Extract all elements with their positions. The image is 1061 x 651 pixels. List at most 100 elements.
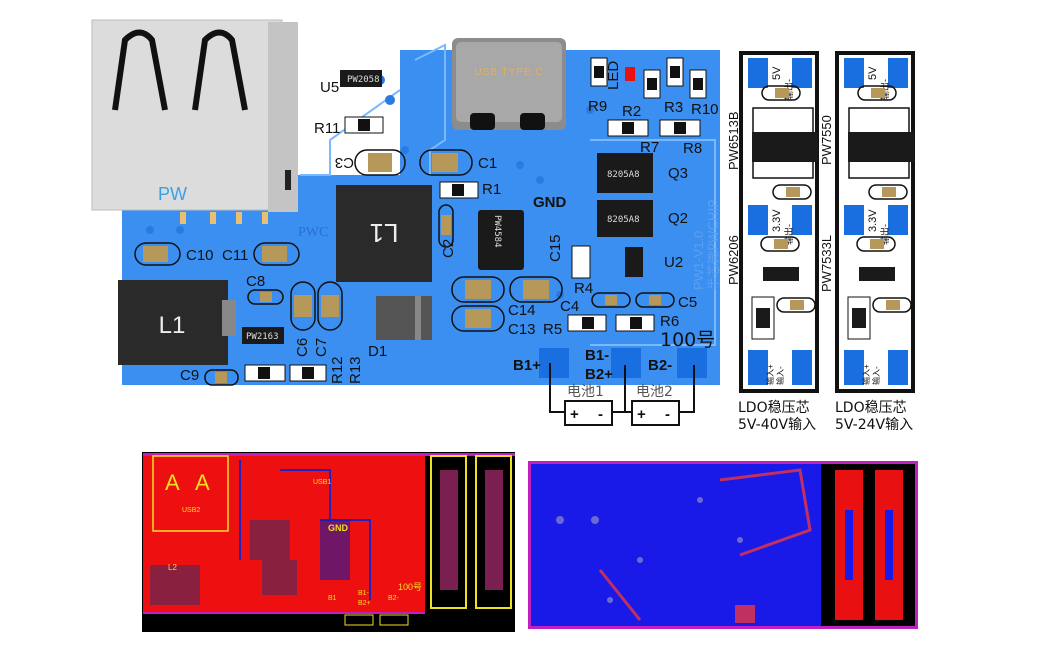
usb-c-label: USB TYPE C — [474, 67, 543, 78]
pcb-layout-top-layer: A A GND USB2 USB1 L2 100号 B1 B1- B2+ B2- — [142, 452, 515, 632]
battery1-minus: - — [598, 406, 603, 423]
layout-b2p: B2+ — [358, 600, 371, 607]
pcb-layout-bottom-layer — [528, 461, 918, 629]
layout-usb1: USB1 — [313, 479, 331, 486]
ldo1-title: LDO稳压芯 — [738, 400, 810, 416]
r5-label: R5 — [543, 321, 562, 338]
ldo2-5v-label: 5V — [867, 66, 879, 80]
silk-pwc: PWC — [298, 225, 328, 240]
battery2-plus: + — [637, 406, 646, 423]
u5-chip-label: PW2058 — [347, 75, 380, 85]
gnd-label: GND — [533, 194, 567, 211]
brand-silk: 半芯微PWCHIP — [707, 200, 722, 290]
c15-label: C15 — [547, 234, 564, 262]
ldo2-range: 5V-24V输入 — [835, 417, 913, 433]
q3-label: Q3 — [668, 165, 688, 182]
q3-chip-label: 8205A8 — [607, 170, 640, 180]
c1-label: C1 — [478, 155, 497, 172]
version-silk: PW1-V1.0 — [691, 231, 706, 290]
diode-d1 — [376, 296, 432, 340]
ldo2-in-plus: 输入+ — [861, 364, 871, 385]
layout-b1m: B1- — [358, 590, 370, 597]
ldo1-3v3-label: 3.3V — [771, 209, 783, 232]
ldo1-5v-label: 5V — [771, 66, 783, 80]
pw4584-label: PW4584 — [492, 215, 502, 248]
u5-chip — [340, 70, 382, 87]
ldo-module-2: 5V 输出- 3.3V 输出- 输入+ 输入- PW7550 PW7533L L… — [819, 51, 915, 433]
pw2163-label: PW2163 — [246, 332, 279, 342]
ldo1-in-plus: 输入+ — [765, 364, 775, 385]
c5-label: C5 — [678, 294, 697, 311]
b2-minus-label: B2- — [648, 357, 672, 374]
c2-label: C2 — [440, 239, 457, 258]
usb-a-label: PW — [158, 184, 187, 204]
q2-chip-label: 8205A8 — [607, 215, 640, 225]
ldo2-out33-label: 输出- — [879, 224, 890, 245]
r6-label: R6 — [660, 313, 679, 330]
c10-label: C10 — [186, 247, 214, 264]
layout-usb2: USB2 — [182, 507, 200, 514]
board-number: 100号 — [660, 329, 715, 351]
d1-label: D1 — [368, 343, 387, 360]
ldo1-out33-label: 输出- — [783, 224, 794, 245]
c6-label: C6 — [294, 338, 311, 357]
svg-text:A: A — [195, 470, 210, 495]
r7-label: R7 — [640, 139, 659, 156]
l1-left-label: L1 — [159, 312, 186, 339]
layout-gnd: GND — [328, 523, 349, 533]
r9-label: R9 — [588, 98, 607, 115]
r12-label: R12 — [329, 356, 346, 384]
ldo-module-1: 5V 输出- 3.3V 输出- 输入+ 输入- PW6513B PW6206 L… — [726, 51, 819, 433]
c9-label: C9 — [180, 367, 199, 384]
u2-chip — [625, 247, 643, 277]
c13-label: C13 — [508, 321, 536, 338]
ldo2-title: LDO稳压芯 — [835, 400, 907, 416]
l1-label: L1 — [370, 218, 399, 248]
c3-label: C3 — [335, 154, 354, 171]
battery-wiring — [549, 363, 695, 413]
ldo1-range: 5V-40V输入 — [738, 417, 816, 433]
u2-label: U2 — [664, 254, 683, 271]
u5-label: U5 — [320, 79, 339, 96]
pw4584-chip — [478, 210, 524, 270]
r11-label: R11 — [314, 120, 340, 137]
battery2-label: 电池2 — [636, 384, 673, 400]
ldo1-top-chip-label: PW6513B — [726, 111, 741, 170]
c7-label: C7 — [313, 338, 330, 357]
inductor-l1 — [336, 185, 432, 282]
ldo1-in-minus: 输入- — [775, 366, 785, 385]
led-label: LED — [605, 61, 622, 90]
inductor-l1-left — [118, 280, 228, 365]
ldo2-in-minus: 输入- — [871, 366, 881, 385]
usb-c-connector: USB TYPE C — [452, 38, 566, 130]
battery-2: + - — [631, 400, 680, 426]
c11-label: C11 — [222, 247, 248, 264]
layout-board-no: 100号 — [398, 582, 422, 592]
layout-b2m: B2- — [388, 595, 400, 602]
r13-label: R13 — [347, 356, 364, 384]
r8-label: R8 — [683, 140, 702, 157]
c8-label: C8 — [246, 273, 265, 290]
svg-text:A: A — [165, 470, 180, 495]
led — [625, 67, 635, 81]
b1-plus-label: B1+ — [513, 357, 541, 374]
battery1-label: 电池1 — [567, 384, 604, 400]
battery1-plus: + — [570, 406, 579, 423]
usb-a-connector: PW — [91, 19, 298, 224]
pcb-3d-render: PW PWC USB TYPE C PW2058 U5 R11 C3 C1 R1… — [91, 19, 722, 426]
r2-label: R2 — [622, 103, 641, 120]
q2-chip — [597, 200, 653, 237]
q3-chip — [597, 153, 653, 193]
r10-label: R10 — [691, 101, 719, 118]
layout-l2: L2 — [168, 563, 177, 572]
pw2163-chip — [242, 327, 284, 344]
b2-plus-label: B2+ — [585, 366, 613, 383]
layout-b1: B1 — [328, 595, 337, 602]
r3-label: R3 — [664, 99, 683, 116]
c14-label: C14 — [508, 302, 536, 319]
r4-label: R4 — [574, 280, 593, 297]
c4-label: C4 — [560, 298, 579, 315]
ldo1-bottom-chip-label: PW6206 — [726, 235, 741, 285]
battery2-minus: - — [665, 406, 670, 423]
